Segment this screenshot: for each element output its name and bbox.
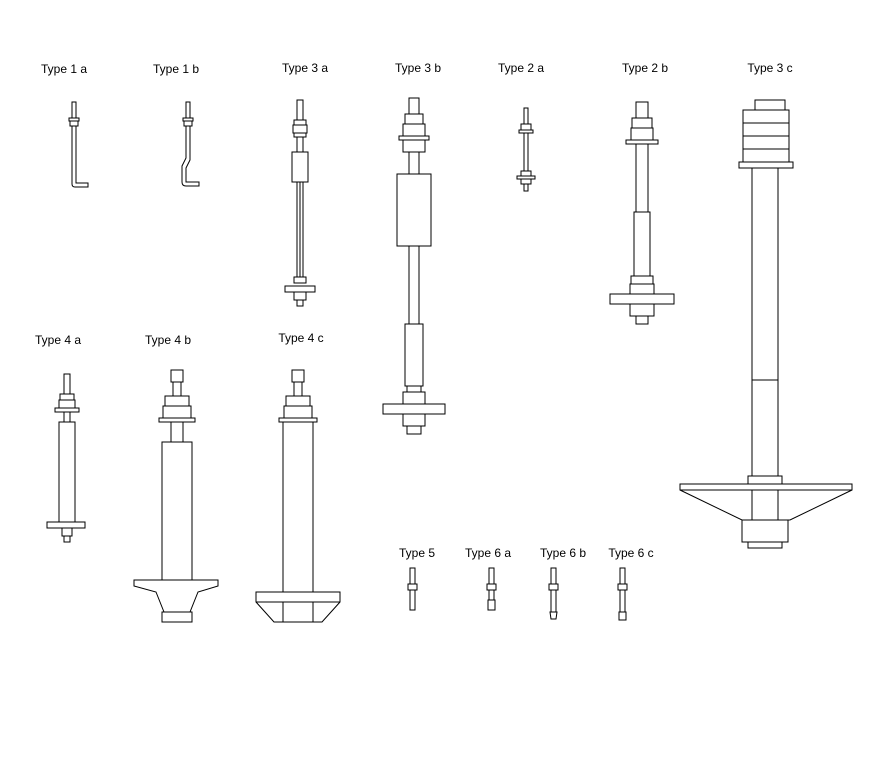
bolt-type-5 — [407, 567, 418, 611]
label-type-5: Type 5 — [399, 546, 435, 560]
label-type-4b: Type 4 b — [145, 333, 191, 347]
label-type-6c: Type 6 c — [608, 546, 653, 560]
bolt-type-6b — [548, 567, 559, 620]
bolt-type-3b — [382, 97, 446, 435]
bolt-type-6a — [486, 567, 497, 611]
bolt-type-2a — [516, 107, 536, 192]
bolt-type-2b — [609, 101, 675, 325]
bolt-type-3a — [284, 99, 316, 307]
label-type-3a: Type 3 a — [282, 61, 328, 75]
bolt-type-4c — [255, 369, 341, 623]
label-type-4c: Type 4 c — [278, 331, 323, 345]
label-type-3b: Type 3 b — [395, 61, 441, 75]
bolt-type-4b — [133, 369, 219, 623]
label-type-2a: Type 2 a — [498, 61, 544, 75]
label-type-1b: Type 1 b — [153, 62, 199, 76]
label-type-1a: Type 1 a — [41, 62, 87, 76]
label-type-4a: Type 4 a — [35, 333, 81, 347]
bolt-type-1b — [181, 101, 200, 187]
bolt-type-3c — [679, 99, 853, 549]
bolt-type-6c — [617, 567, 628, 621]
label-type-6b: Type 6 b — [540, 546, 586, 560]
label-type-3c: Type 3 c — [747, 61, 792, 75]
label-type-6a: Type 6 a — [465, 546, 511, 560]
bolt-type-1a — [68, 101, 89, 188]
bolt-type-4a — [46, 373, 86, 543]
label-type-2b: Type 2 b — [622, 61, 668, 75]
